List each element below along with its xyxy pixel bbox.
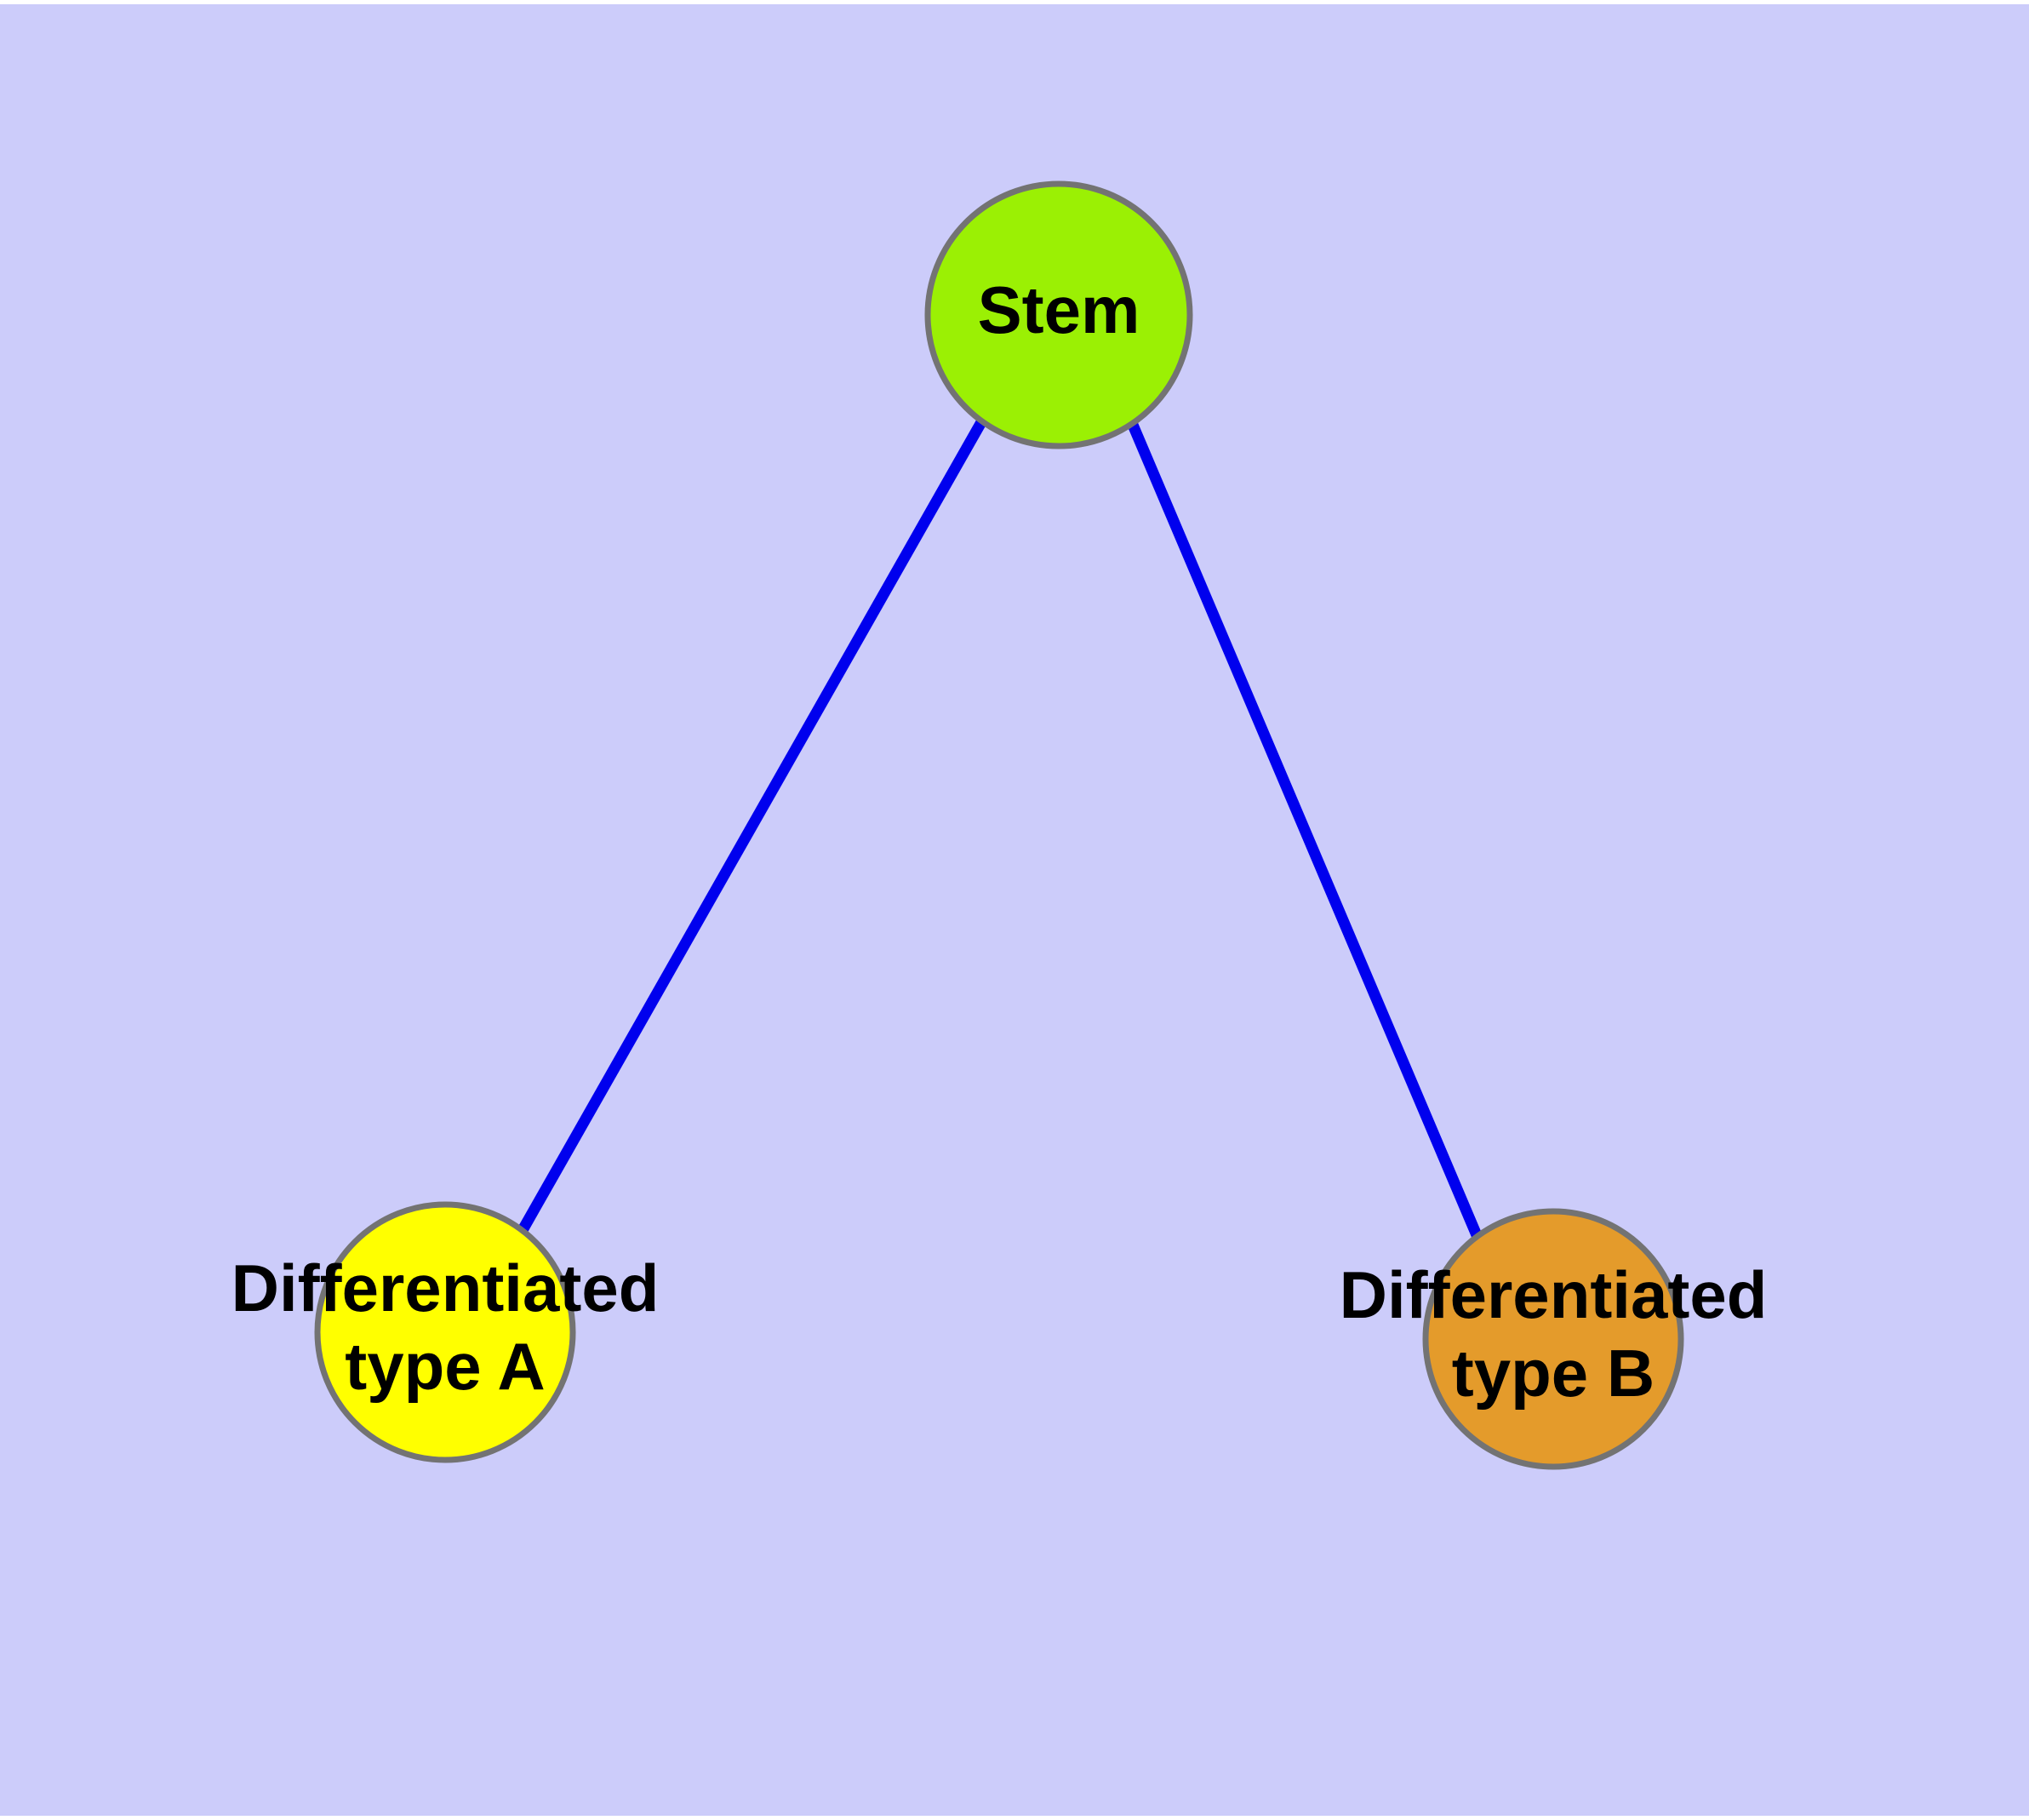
graph-node-stem[interactable] xyxy=(924,180,1193,449)
nodes-layer xyxy=(314,180,1684,1470)
graph-edge[interactable] xyxy=(1128,422,1482,1238)
node-label-line: Differentiated xyxy=(1340,1257,1768,1332)
graph-node-diff-a[interactable] xyxy=(314,1201,576,1463)
node-label-line: type A xyxy=(345,1329,546,1404)
node-label-line: Stem xyxy=(978,272,1140,347)
edges-layer xyxy=(517,419,1482,1238)
node-label-stem: Stem xyxy=(978,272,1140,347)
graph-node-diff-b[interactable] xyxy=(1422,1208,1684,1470)
node-label-line: Differentiated xyxy=(231,1251,660,1325)
node-label-line: type B xyxy=(1452,1336,1655,1411)
graph-edge[interactable] xyxy=(517,419,986,1233)
